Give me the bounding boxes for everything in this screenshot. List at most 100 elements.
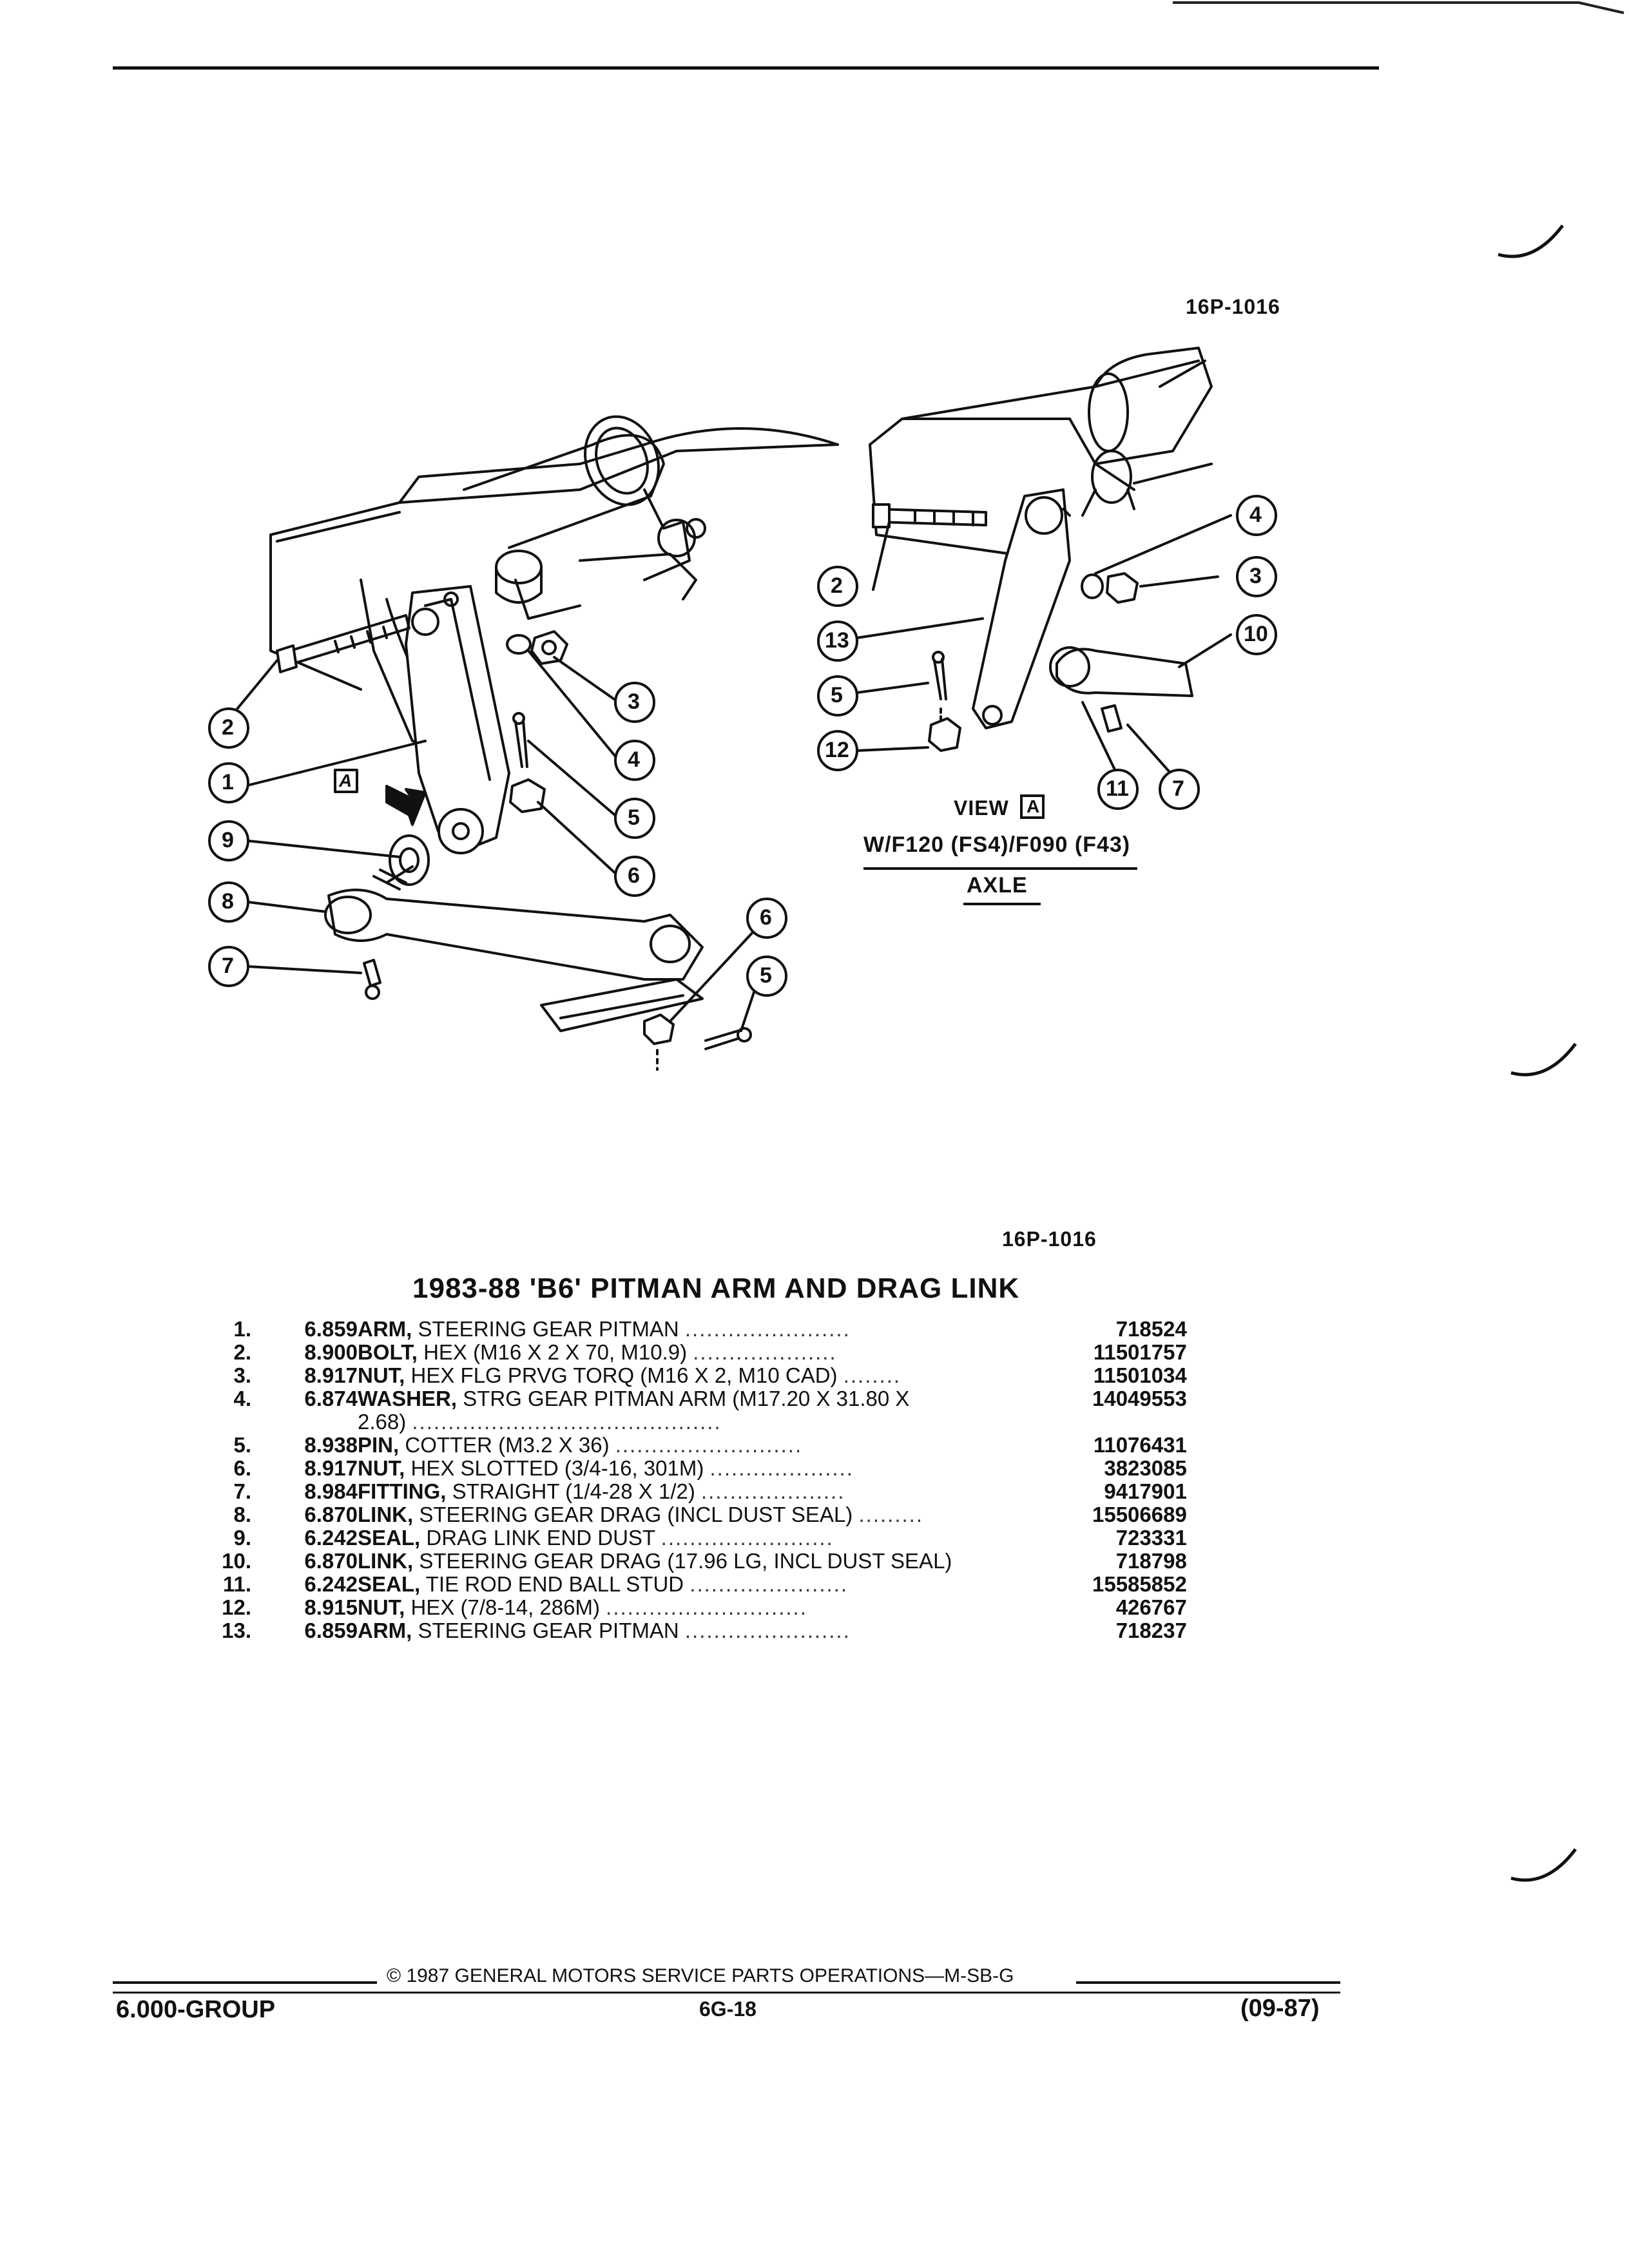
binder-hole-mark-2	[1510, 1043, 1577, 1077]
part-number: 11501757	[1093, 1340, 1187, 1364]
part-name: ARM,	[358, 1619, 412, 1642]
callout-9	[208, 820, 249, 861]
top-rule	[113, 66, 1379, 70]
part-description: WASHER, STRG GEAR PITMAN ARM (M17.20 X 3…	[358, 1387, 910, 1434]
group-code: 6.242	[304, 1572, 358, 1596]
group-code: 6.859	[304, 1619, 358, 1642]
group-code: 8.900	[304, 1340, 358, 1364]
part-name: FITTING,	[358, 1479, 447, 1503]
callout-6-bottom	[746, 898, 787, 939]
item-number: 13.	[222, 1619, 251, 1642]
table-row: 2. 8.900 BOLT, HEX (M16 X 2 X 70, M10.9)…	[197, 1340, 1187, 1364]
part-name: PIN,	[358, 1433, 400, 1457]
table-row: 13. 6.859 ARM, STEERING GEAR PITMAN ....…	[197, 1619, 1187, 1642]
view-caption: W/F120 (FS4)/F090 (F43)	[863, 832, 1131, 857]
part-name: LINK,	[358, 1549, 414, 1573]
axle-label: AXLE	[967, 873, 1028, 898]
group-code: 6.870	[304, 1503, 358, 1526]
part-desc: STEERING GEAR PITMAN	[418, 1317, 679, 1341]
part-description: ARM, STEERING GEAR PITMAN ..............…	[358, 1619, 851, 1642]
callout-5-right	[817, 675, 858, 716]
footer-rule-left	[113, 1981, 377, 1984]
callout-label-13: 13	[825, 628, 849, 653]
callout-8	[208, 881, 249, 923]
callout-10	[1236, 614, 1277, 655]
callout-2-right	[817, 566, 858, 607]
part-number: 723331	[1115, 1526, 1187, 1550]
table-row: 9. 6.242 SEAL, DRAG LINK END DUST ......…	[197, 1526, 1187, 1550]
part-number: 426767	[1115, 1595, 1187, 1619]
item-number: 6.	[233, 1456, 251, 1480]
part-name: NUT,	[358, 1363, 405, 1387]
callout-label-6-bottom: 6	[760, 905, 772, 930]
binder-hole-mark-1	[1498, 224, 1564, 258]
item-number: 4.	[233, 1387, 251, 1410]
part-desc: STRG GEAR PITMAN ARM (M17.20 X 31.80 X	[463, 1387, 910, 1410]
part-description: ARM, STEERING GEAR PITMAN ..............…	[358, 1317, 851, 1341]
item-number: 11.	[222, 1572, 251, 1596]
callout-label-4-left: 4	[628, 747, 640, 772]
part-number: 14049553	[1092, 1387, 1187, 1410]
group-code: 8.917	[304, 1456, 358, 1480]
callout-label-3-right: 3	[1249, 564, 1262, 588]
group-code: 8.984	[304, 1479, 358, 1503]
callout-label-4-right: 4	[1249, 503, 1262, 527]
item-number: 2.	[233, 1340, 251, 1364]
part-desc: STEERING GEAR DRAG (17.96 LG, INCL DUST …	[419, 1549, 952, 1573]
part-description: BOLT, HEX (M16 X 2 X 70, M10.9) ........…	[358, 1340, 837, 1364]
scan-edge-mark	[1173, 1, 1624, 14]
part-description: NUT, HEX FLG PRVG TORQ (M16 X 2, M10 CAD…	[358, 1363, 901, 1387]
callout-label-3-left: 3	[628, 689, 640, 714]
part-description: NUT, HEX SLOTTED (3/4-16, 301M) ........…	[358, 1456, 854, 1480]
part-desc: DRAG LINK END DUST	[426, 1526, 655, 1550]
part-description: NUT, HEX (7/8-14, 286M) ................…	[358, 1595, 807, 1619]
part-name: SEAL,	[358, 1572, 421, 1596]
table-row: 12. 8.915 NUT, HEX (7/8-14, 286M) ......…	[197, 1596, 1187, 1619]
part-name: SEAL,	[358, 1526, 421, 1550]
table-row: 6. 8.917 NUT, HEX SLOTTED (3/4-16, 301M)…	[197, 1456, 1187, 1480]
table-row: 7. 8.984 FITTING, STRAIGHT (1/4-28 X 1/2…	[197, 1479, 1186, 1503]
view-label: VIEW	[954, 796, 1009, 820]
part-name: LINK,	[358, 1503, 414, 1526]
group-code: 6.870	[304, 1549, 358, 1573]
part-name: WASHER,	[358, 1387, 458, 1410]
item-number: 9.	[233, 1526, 251, 1550]
item-number: 12.	[222, 1595, 251, 1619]
part-number: 3823085	[1104, 1456, 1187, 1480]
callout-label-7-left: 7	[222, 954, 234, 978]
callout-label-2-left: 2	[222, 715, 234, 740]
part-desc: HEX (M16 X 2 X 70, M10.9)	[423, 1340, 688, 1364]
table-row: 1. 6.859 ARM, STEERING GEAR PITMAN .....…	[197, 1317, 1186, 1341]
part-description: SEAL, TIE ROD END BALL STUD ............…	[358, 1572, 849, 1596]
part-desc-continued: 2.68)	[358, 1410, 407, 1434]
item-number: 3.	[233, 1363, 251, 1387]
item-number: 7.	[233, 1479, 251, 1503]
callout-12	[817, 730, 858, 771]
table-row: 3. 8.917 NUT, HEX FLG PRVG TORQ (M16 X 2…	[197, 1363, 1186, 1387]
callout-label-12: 12	[825, 738, 849, 762]
table-row: 8. 6.870 LINK, STEERING GEAR DRAG (INCL …	[197, 1503, 1187, 1526]
parts-list: 1. 6.859 ARM, STEERING GEAR PITMAN .....…	[197, 1318, 1187, 1642]
footer-date: (09-87)	[1240, 1995, 1320, 2022]
callout-6-left	[614, 856, 655, 897]
callout-label-8: 8	[222, 889, 234, 914]
callout-4-left	[614, 740, 655, 781]
callout-7-left	[208, 946, 249, 987]
callout-3-right	[1236, 556, 1277, 597]
callout-label-6-left: 6	[628, 863, 640, 888]
group-code: 6.242	[304, 1526, 358, 1550]
callout-label-11: 11	[1106, 776, 1129, 801]
part-description: LINK, STEERING GEAR DRAG (17.96 LG, INCL…	[358, 1550, 1092, 1573]
group-code: 8.938	[304, 1433, 358, 1457]
part-desc: STEERING GEAR DRAG (INCL DUST SEAL)	[419, 1503, 853, 1526]
footer-rule-right	[1076, 1981, 1340, 1984]
callout-11	[1097, 769, 1139, 810]
group-code: 6.874	[304, 1387, 358, 1410]
group-code: 8.915	[304, 1595, 358, 1619]
callout-label-5-right: 5	[831, 683, 843, 707]
part-number: 15506689	[1092, 1503, 1187, 1526]
callout-label-2-right: 2	[831, 573, 843, 598]
group-code: 6.859	[304, 1317, 358, 1341]
footer-rule-bottom	[113, 1992, 1340, 1994]
part-number: 11076431	[1093, 1433, 1187, 1457]
